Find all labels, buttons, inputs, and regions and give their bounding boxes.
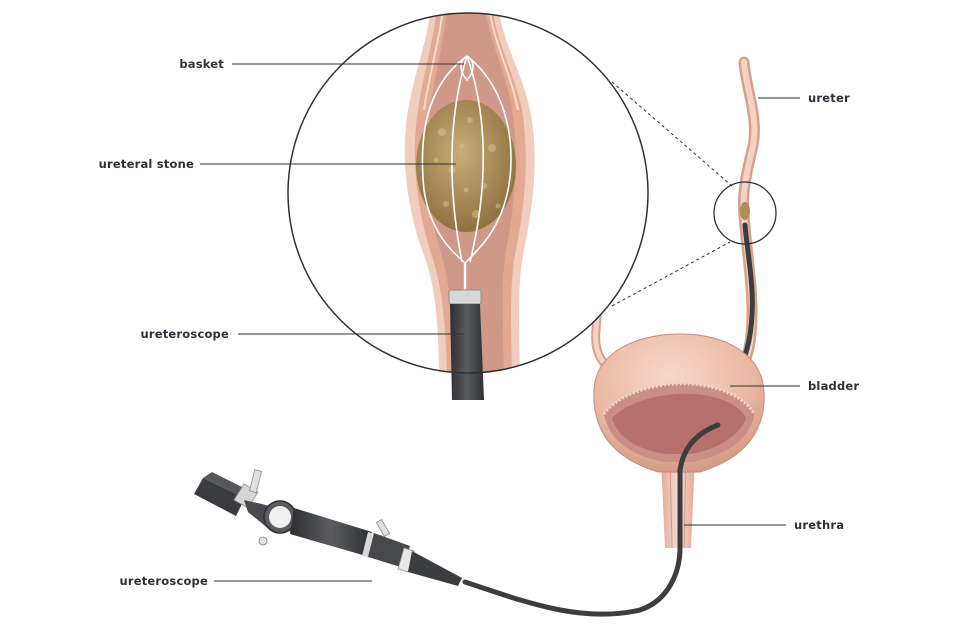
scope-cable bbox=[462, 545, 683, 617]
label-ureteroscope-device: ureteroscope bbox=[119, 574, 208, 588]
basket-wires bbox=[421, 55, 512, 292]
scope-tip-ring bbox=[448, 289, 482, 305]
small-stone bbox=[740, 202, 750, 220]
zoom-circle-outline bbox=[287, 12, 649, 374]
magnifier-circle bbox=[713, 181, 777, 245]
label-bladder: bladder bbox=[808, 379, 859, 393]
zoom-connector-bottom bbox=[611, 241, 731, 307]
zoom-connector-top bbox=[611, 81, 733, 187]
label-ureteroscope-zoom: ureteroscope bbox=[140, 327, 229, 341]
zoom-detail bbox=[288, 13, 648, 400]
scope-in-bladder bbox=[677, 422, 721, 551]
scope-tip bbox=[450, 304, 484, 400]
label-urethra: urethra bbox=[794, 518, 844, 532]
label-ureter: ureter bbox=[808, 91, 850, 105]
ureteroscope-device bbox=[194, 469, 462, 586]
label-basket: basket bbox=[179, 57, 224, 71]
label-ureteral-stone: ureteral stone bbox=[99, 157, 194, 171]
